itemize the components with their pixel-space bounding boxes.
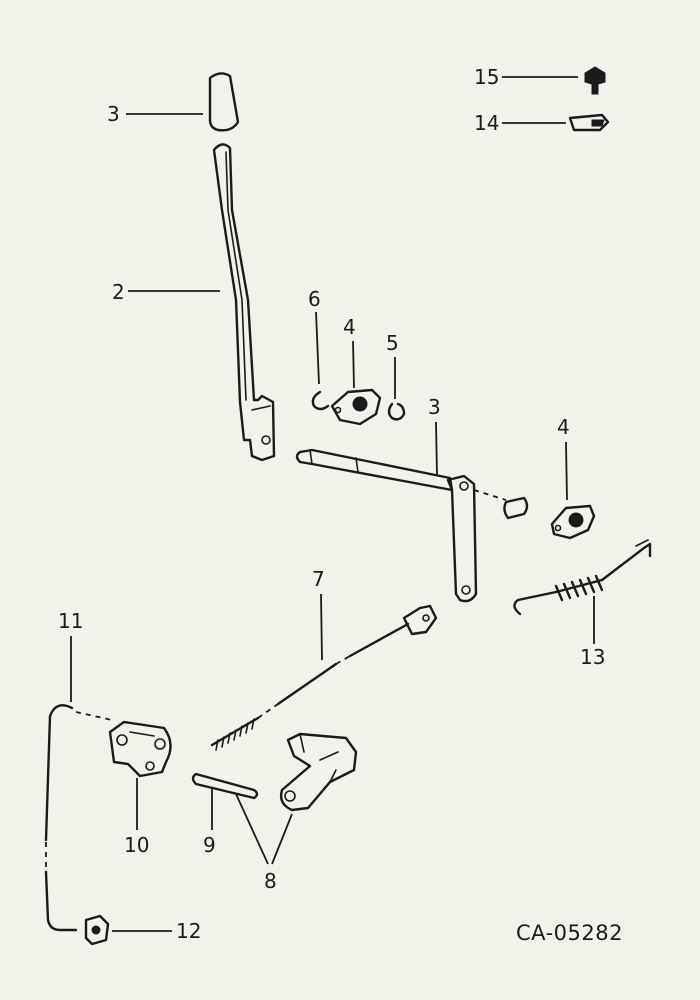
callout-11: 11 [58,609,83,633]
callout-15: 15 [474,65,499,89]
part-15-knob [584,66,606,95]
callout-13: 13 [580,645,605,669]
part-14-clip [568,113,610,132]
leader-8a [235,793,269,865]
drawing-code: CA-05282 [516,921,623,945]
callout-9: 9 [203,833,216,857]
leader-4b [565,441,568,501]
leader-6 [315,311,320,385]
part-9-pin [191,772,259,800]
part-12-nut [84,914,110,946]
callout-10: 10 [124,833,149,857]
part-2-lever-knob [208,72,240,132]
part-4-bearing-right [550,504,596,540]
leader-8b [271,813,293,865]
callout-4b: 4 [557,415,570,439]
callout-14: 14 [474,111,499,135]
leader-4a [352,340,355,389]
part-13-spring [513,539,652,616]
callout-2: 3 [107,102,120,126]
callout-5: 5 [386,331,399,355]
part-10-bellcrank [108,720,172,778]
callout-6: 6 [308,287,321,311]
part-1-lever [212,143,276,462]
part-7-control-rod [210,604,438,751]
callout-7: 7 [312,567,325,591]
callout-8: 8 [264,869,277,893]
leader-7 [320,593,323,661]
callout-4a: 4 [343,315,356,339]
callout-12: 12 [176,919,201,943]
callout-3: 3 [428,395,441,419]
leader-3 [435,421,438,477]
callout-1: 2 [112,280,125,304]
part-5-snap-ring [387,402,406,421]
part-6-snap-ring [311,390,330,411]
part-8-bracket [279,732,358,812]
part-4-bearing-upper [330,388,382,426]
part-11-rod [44,704,113,932]
part-3-cross-shaft [295,448,529,603]
